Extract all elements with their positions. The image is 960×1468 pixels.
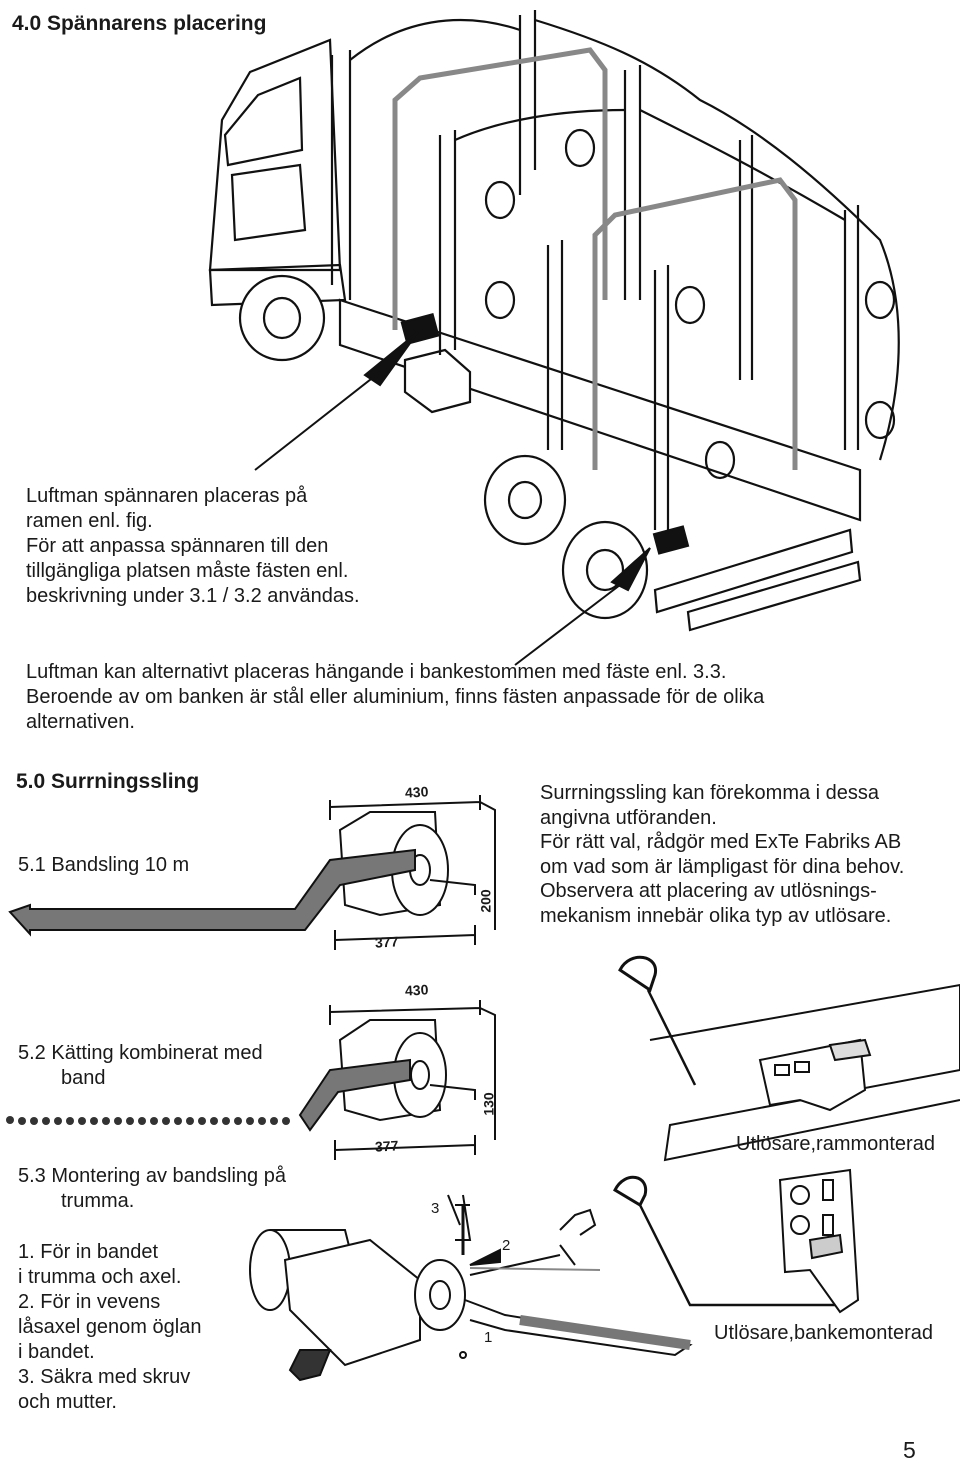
frame-release-caption: Utlösare,rammonterad bbox=[736, 1133, 935, 1155]
text-line: band bbox=[61, 1067, 106, 1089]
text-line: om vad som är lämpligast för dina behov. bbox=[540, 855, 905, 878]
section-4-paragraph-1: Luftman spännaren placeras på ramen enl.… bbox=[26, 484, 360, 609]
mounting-illustration bbox=[249, 1194, 693, 1382]
section-4-heading: 4.0 Spännarens placering bbox=[12, 12, 267, 35]
callout-3: 3 bbox=[431, 1200, 440, 1217]
text-line: alternativen. bbox=[26, 711, 135, 733]
bank-release-illustration bbox=[613, 1168, 860, 1314]
text-line: För att anpassa spännaren till den bbox=[26, 535, 329, 557]
text-line: låsaxel genom öglan bbox=[18, 1316, 202, 1338]
bank-release-caption: Utlösare,bankemonterad bbox=[714, 1322, 934, 1344]
chain-icon bbox=[6, 1116, 290, 1125]
text-line: För rätt val, rådgör med ExTe Fabriks AB bbox=[540, 831, 902, 853]
section-5-intro: Surrningssling kan förekomma i dessa ang… bbox=[540, 781, 904, 928]
frame-release-illustration bbox=[618, 955, 960, 1162]
dimension-depth-1: 377 bbox=[374, 933, 399, 951]
text-line: 5.3 Montering av bandsling på bbox=[18, 1165, 286, 1187]
winch-chain-illustration bbox=[298, 1000, 496, 1160]
text-line: beskrivning under 3.1 / 3.2 användas. bbox=[26, 585, 360, 607]
dimension-height-1: 200 bbox=[477, 889, 494, 913]
callout-2: 2 bbox=[502, 1237, 511, 1254]
text-line: i bandet. bbox=[18, 1341, 95, 1363]
text-line: mekanism innebär olika typ av utlösare. bbox=[540, 904, 892, 927]
text-line: trumma. bbox=[61, 1190, 135, 1212]
text-line: 2. För in vevens bbox=[18, 1291, 161, 1313]
dimension-width-1: 430 bbox=[404, 783, 429, 801]
text-line: Beroende av om banken är stål eller alum… bbox=[26, 686, 765, 708]
text-line: ramen enl. fig. bbox=[26, 510, 153, 532]
section-4-paragraph-2: Luftman kan alternativt placeras hängand… bbox=[26, 660, 764, 735]
callout-1: 1 bbox=[484, 1329, 493, 1346]
text-line: Luftman kan alternativt placeras hängand… bbox=[26, 661, 727, 683]
text-line: angivna utföranden. bbox=[540, 806, 717, 829]
strap-lines bbox=[392, 47, 798, 470]
text-line: Observera att placering av utlösnings- bbox=[540, 880, 877, 902]
tensioner-markers bbox=[254, 313, 690, 666]
subsection-5-3-title: 5.3 Montering av bandsling på trumma. bbox=[18, 1164, 286, 1214]
dimension-depth-2: 377 bbox=[374, 1137, 399, 1155]
text-line: tillgängliga platsen måste fästen enl. bbox=[26, 560, 349, 582]
truck-illustration bbox=[208, 10, 900, 632]
text-line: Luftman spännaren placeras på bbox=[26, 485, 308, 507]
subsection-5-2-title: 5.2 Kätting kombinerat med band bbox=[18, 1041, 263, 1091]
text-line: i trumma och axel. bbox=[18, 1266, 182, 1288]
page-number: 5 bbox=[903, 1437, 916, 1463]
dimension-width-2: 430 bbox=[404, 981, 429, 999]
winch-band-illustration bbox=[8, 795, 496, 950]
dimension-height-2: 130 bbox=[480, 1092, 497, 1116]
text-line: 3. Säkra med skruv bbox=[18, 1366, 191, 1388]
text-line: och mutter. bbox=[18, 1391, 117, 1413]
mounting-steps: 1. För in bandet i trumma och axel. 2. F… bbox=[18, 1240, 201, 1415]
text-line: 5.2 Kätting kombinerat med bbox=[18, 1042, 263, 1064]
text-line: Surrningssling kan förekomma i dessa bbox=[540, 782, 880, 804]
text-line: 1. För in bandet bbox=[18, 1241, 159, 1263]
subsection-5-1-title: 5.1 Bandsling 10 m bbox=[18, 854, 190, 876]
section-5-heading: 5.0 Surrningssling bbox=[16, 770, 200, 793]
